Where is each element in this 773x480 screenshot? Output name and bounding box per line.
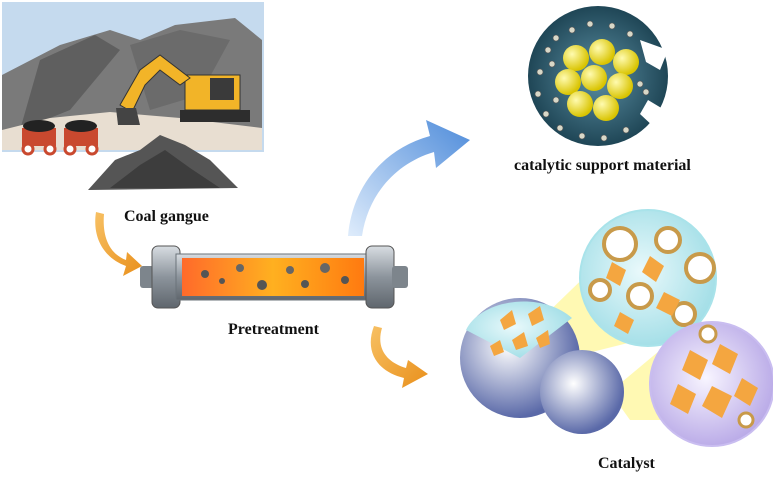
catalyst-illustration bbox=[460, 209, 773, 447]
flow-arrow-to-pretreatment bbox=[95, 212, 142, 276]
coal-mine-illustration bbox=[2, 2, 264, 190]
pretreatment-label: Pretreatment bbox=[228, 321, 319, 338]
particle-dots bbox=[534, 20, 650, 142]
catalyst-zoom-upper bbox=[579, 209, 717, 347]
catalyst-zoom-lower bbox=[649, 321, 773, 447]
mine-cart-icon bbox=[21, 120, 57, 156]
excavator-icon bbox=[116, 54, 250, 125]
pretreatment-reactor bbox=[140, 245, 408, 309]
flow-arrow-to-support bbox=[348, 120, 470, 236]
flow-arrow-to-catalyst bbox=[370, 326, 428, 388]
coal-pile-icon bbox=[88, 135, 238, 190]
pore-spheres bbox=[555, 39, 639, 121]
support-material-sphere bbox=[528, 6, 668, 146]
mine-cart-icon bbox=[63, 120, 99, 156]
coal-gangue-label: Coal gangue bbox=[124, 208, 209, 225]
catalyst-label: Catalyst bbox=[598, 455, 655, 472]
support-material-label: catalytic support material bbox=[514, 157, 691, 174]
catalyst-grain-small bbox=[540, 350, 624, 434]
